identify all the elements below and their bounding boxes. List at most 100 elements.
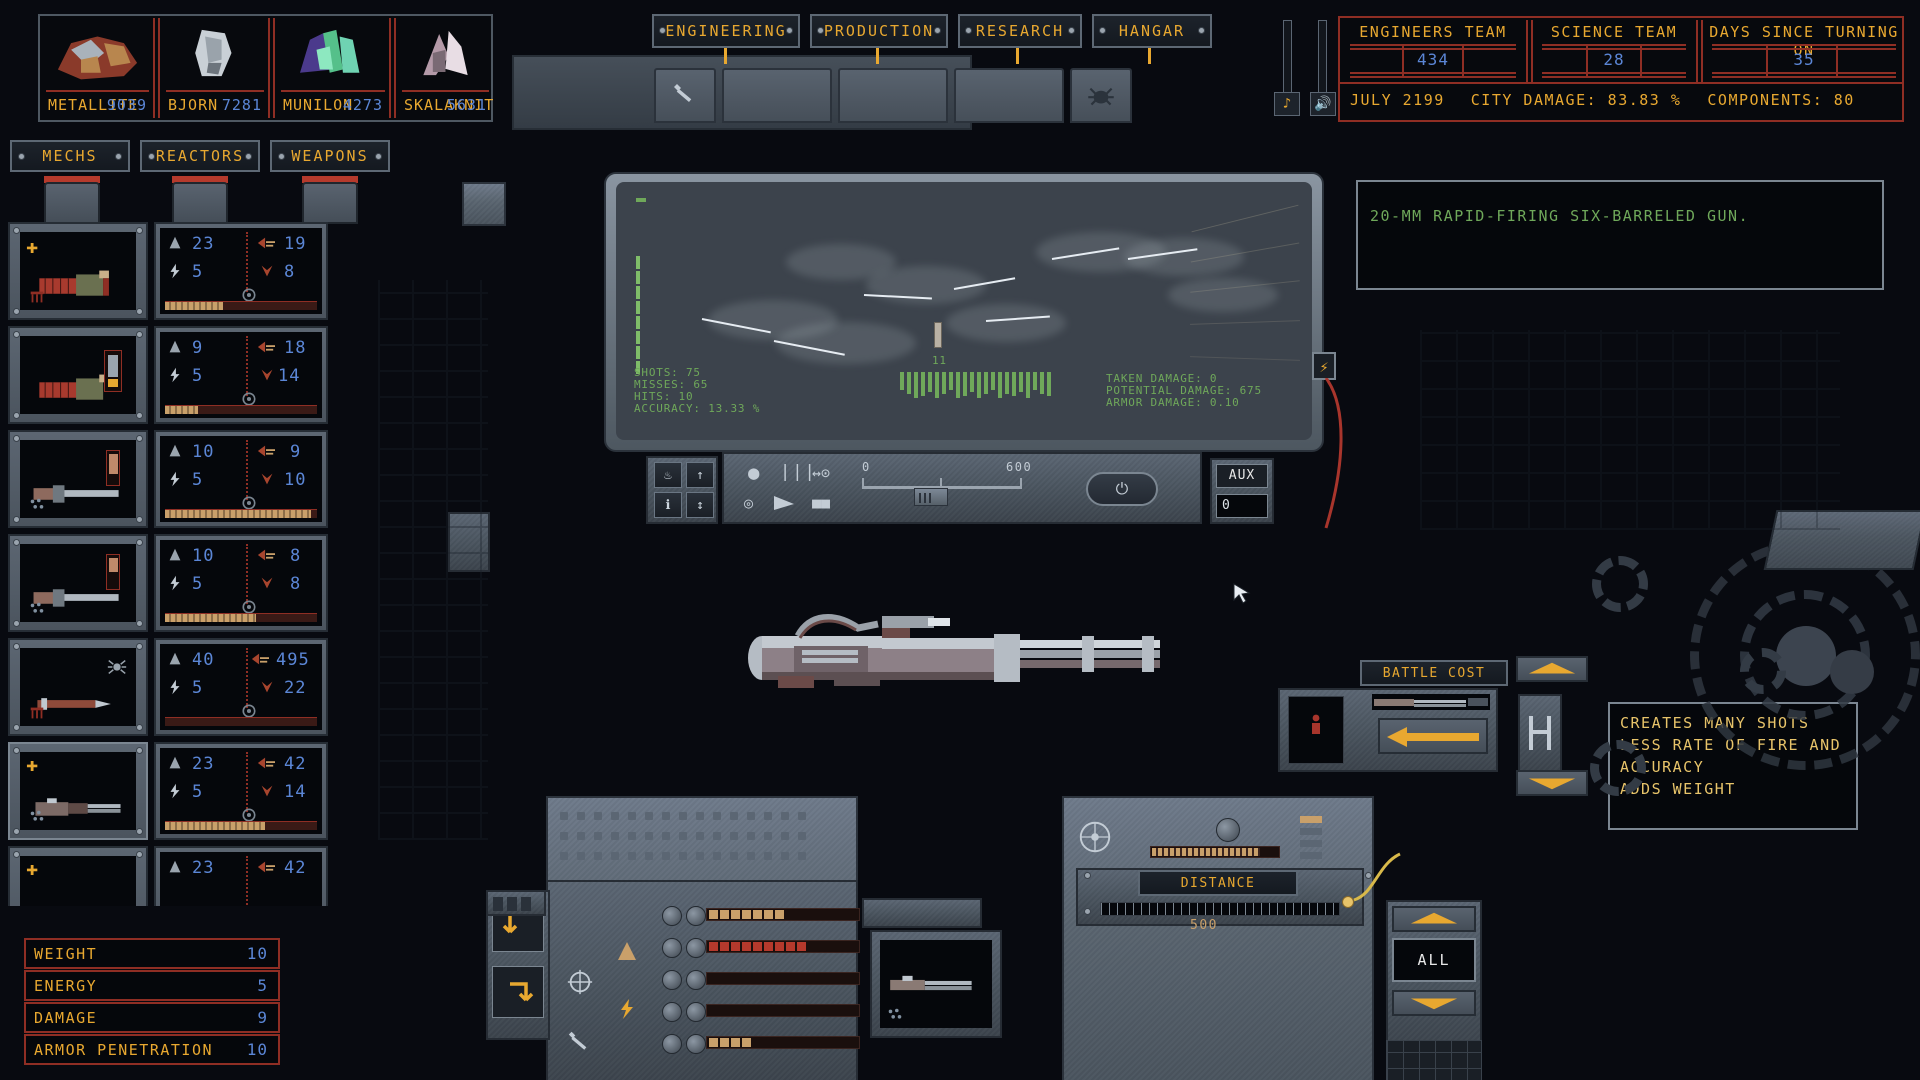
aux-button[interactable]: AUX — [1216, 464, 1268, 488]
category-slot-reactors[interactable] — [172, 182, 228, 224]
distance-handle[interactable] — [1342, 896, 1354, 908]
weapon-stats: 9 5 18 14 — [154, 326, 328, 424]
list-item[interactable]: ✚ 23 — [8, 742, 328, 843]
weapon-list[interactable]: ✚ — [8, 222, 328, 1080]
tab-hangar[interactable]: HANGAR — [1092, 14, 1212, 48]
slot-panel[interactable] — [1518, 694, 1562, 772]
simulation-screen[interactable]: 11 SHOTS: 75 MISSES: 65 HITS: 10 ACCURAC… — [604, 172, 1324, 452]
tab-research[interactable]: RESEARCH — [958, 14, 1082, 48]
list-item[interactable]: 10 5 8 8 — [8, 534, 328, 635]
resource-cell[interactable]: SKALAKNIT 5631 — [398, 16, 493, 120]
list-item[interactable]: 10 5 9 10 — [8, 430, 328, 531]
weapon-thumbnail[interactable]: ✚ — [8, 742, 148, 840]
category-tab-reactors[interactable]: REACTORS — [140, 140, 260, 172]
weapon-thumbnail[interactable] — [8, 430, 148, 528]
info-button[interactable]: ℹ — [654, 492, 682, 518]
armor-penetration-icon — [261, 369, 273, 381]
damage-icon — [257, 341, 275, 353]
list-item[interactable]: 9 5 18 14 — [8, 326, 328, 427]
speaker-icon[interactable]: 🔊 — [1310, 92, 1336, 116]
range-slider-track[interactable] — [862, 486, 1022, 489]
console-knob[interactable] — [686, 1034, 706, 1054]
tab-engineering[interactable]: ENGINEERING — [652, 14, 800, 48]
weapon-thumbnail[interactable]: ✚ — [8, 846, 148, 906]
goggles-icon[interactable]: ■■ — [812, 494, 831, 512]
filter-up-button[interactable] — [1392, 906, 1476, 932]
music-note-icon[interactable]: ♪ — [1274, 92, 1300, 116]
ore-bjorn-icon — [162, 20, 268, 86]
armor-penetration-icon — [261, 577, 273, 589]
range-slider-handle[interactable] — [914, 488, 948, 506]
filter-all-button[interactable]: ALL — [1392, 938, 1476, 982]
category-slot-weapons[interactable] — [302, 182, 358, 224]
new-item-icon: ✚ — [26, 234, 39, 258]
status-value: 28 — [1603, 50, 1625, 69]
gauge-column — [636, 256, 640, 376]
cone-icon[interactable] — [770, 490, 810, 516]
bullet-icon[interactable]: ● — [748, 462, 760, 484]
weapon-energy: 5 — [192, 262, 204, 282]
arrow-turn-right-button[interactable] — [492, 966, 544, 1018]
category-tab-mechs[interactable]: MECHS — [10, 140, 130, 172]
scroll-down-button[interactable] — [1516, 770, 1588, 796]
console-knob[interactable] — [686, 906, 706, 926]
resource-cell[interactable]: MUNILON 4273 — [277, 16, 389, 120]
resource-cell[interactable]: METALLITE 9039 — [42, 16, 153, 120]
raise-button[interactable]: ↑ — [686, 462, 714, 488]
weapon-preview-strip — [1372, 694, 1490, 710]
list-item[interactable]: ✚ — [8, 222, 328, 323]
weapon-thumbnail[interactable]: ✚ — [8, 222, 148, 320]
sound-slider[interactable] — [1318, 20, 1327, 95]
toolbar-slot-wrench[interactable] — [654, 68, 716, 123]
console-knob[interactable] — [662, 1002, 682, 1022]
temp-button[interactable]: ♨ — [654, 462, 682, 488]
filter-down-button[interactable] — [1392, 990, 1476, 1016]
console-knob[interactable] — [686, 1002, 706, 1022]
console-knob[interactable] — [662, 938, 682, 958]
category-tab-weapons[interactable]: WEAPONS — [270, 140, 390, 172]
arrow-updown-icon[interactable]: ↕ — [686, 492, 714, 518]
toolbar-slot-bug[interactable] — [1070, 68, 1132, 123]
scroll-up-button[interactable] — [1516, 656, 1588, 682]
weapon-thumbnail[interactable] — [8, 638, 148, 736]
burst-icon[interactable]: ||| — [780, 462, 817, 482]
slot-icon — [1529, 716, 1551, 750]
weapon-sprite — [39, 270, 109, 296]
power-icon[interactable]: ⏻ — [1086, 472, 1158, 506]
panel-bracket-small — [448, 512, 490, 572]
tab-production[interactable]: PRODUCTION — [810, 14, 948, 48]
toolbar-slot-2[interactable] — [722, 68, 832, 123]
weapon-preview-frame[interactable] — [870, 930, 1002, 1038]
bug-icon — [1088, 87, 1114, 106]
spread-icon[interactable]: ↔⊙ — [812, 464, 831, 482]
resource-cell[interactable]: BJORN 7281 — [162, 16, 268, 120]
console-knob[interactable] — [662, 906, 682, 926]
console-knob[interactable] — [662, 1034, 682, 1054]
arrow-left-icon — [1387, 727, 1479, 747]
toolbar-slot-3[interactable] — [838, 68, 948, 123]
target-icon[interactable]: ◎ — [744, 494, 754, 512]
weapon-stats: 10 5 9 10 — [154, 430, 328, 528]
music-slider[interactable] — [1283, 20, 1292, 95]
chevron-down-icon — [1528, 778, 1576, 790]
console-knob[interactable] — [662, 970, 682, 990]
meter-rate — [706, 1004, 860, 1017]
distance-knob[interactable] — [1216, 818, 1240, 842]
toolbar-slot-4[interactable] — [954, 68, 1064, 123]
weapon-progress-bar — [165, 509, 317, 518]
stat-key: ARMOR PENETRATION — [34, 1040, 214, 1059]
category-label: WEAPONS — [291, 147, 369, 165]
weapon-thumbnail[interactable] — [8, 326, 148, 424]
damage-icon — [257, 237, 275, 249]
weapon-thumbnail[interactable] — [8, 534, 148, 632]
list-item[interactable]: 40 5 495 22 — [8, 638, 328, 739]
list-item[interactable]: ✚ 23 42 — [8, 846, 328, 906]
category-slot-mechs[interactable] — [44, 182, 100, 224]
chevron-up-icon — [1528, 662, 1576, 674]
console-knob[interactable] — [686, 938, 706, 958]
status-title: ENGINEERS TEAM — [1359, 23, 1507, 41]
distance-ruler[interactable] — [1100, 902, 1340, 916]
console-knob[interactable] — [686, 970, 706, 990]
damage-icon — [257, 861, 275, 873]
equip-arrow-button[interactable] — [1378, 718, 1488, 754]
